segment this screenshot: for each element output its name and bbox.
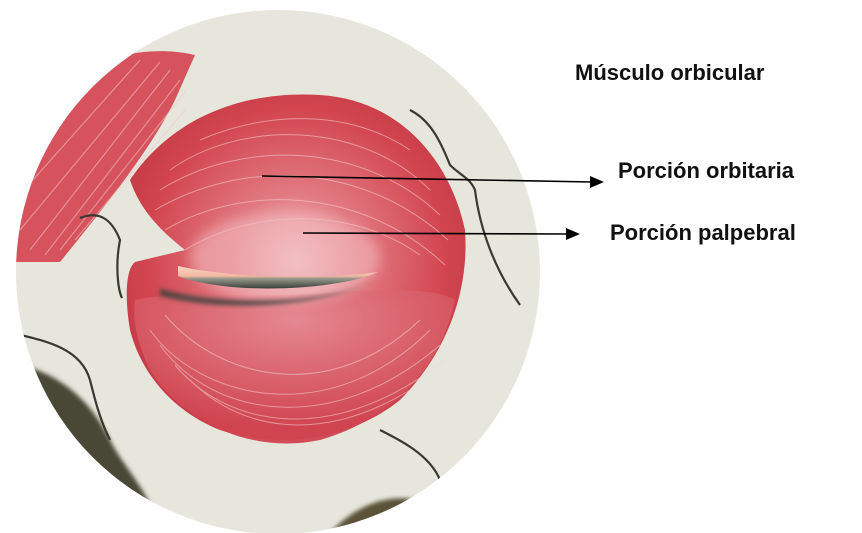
figure-title: Músculo orbicular <box>575 60 764 86</box>
orbital-arrowhead <box>590 176 604 188</box>
label-palpebral-portion: Porción palpebral <box>610 220 796 246</box>
palpebral-arrowhead <box>566 228 580 240</box>
palpebral-arrow-line <box>303 233 568 234</box>
label-orbital-portion: Porción orbitaria <box>618 158 794 184</box>
